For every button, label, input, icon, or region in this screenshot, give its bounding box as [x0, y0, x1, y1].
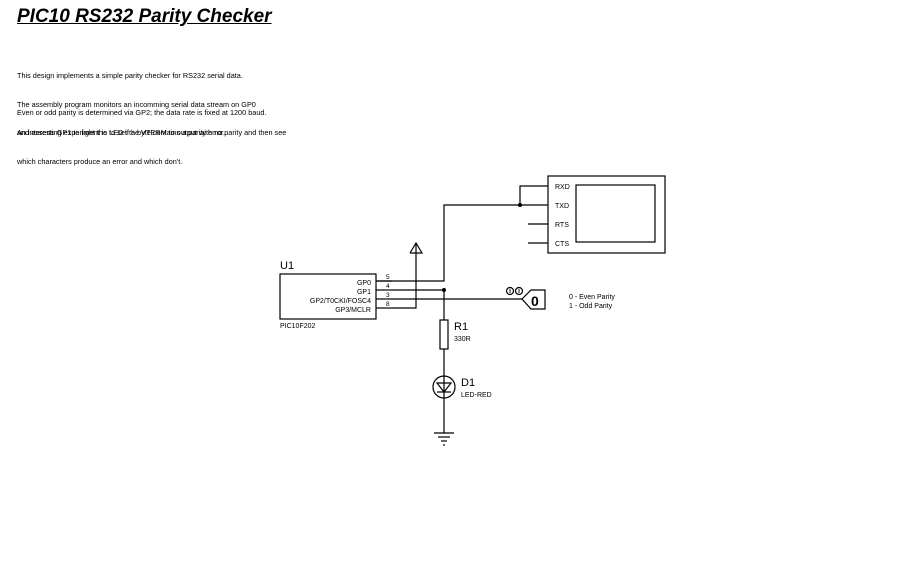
description-paragraph-3: An interesting experiment is to set the … — [17, 109, 286, 176]
description-paragraph-2: Even or odd parity is determined via GP2… — [17, 89, 266, 127]
u1-pin-name: GP0 — [357, 280, 371, 287]
junction-dot — [442, 288, 446, 292]
vterm-pin-label: CTS — [555, 241, 569, 248]
virtual-terminal-screen — [575, 184, 656, 243]
u1-body[interactable] — [279, 273, 377, 320]
d1-ref-label: D1 — [461, 377, 475, 389]
u1-pin-name: GP3/MCLR — [335, 307, 371, 314]
resistor-r1[interactable] — [439, 319, 449, 350]
description-line: An interesting experiment is to set the … — [17, 128, 287, 137]
u1-pin-number: 5 — [386, 274, 390, 281]
logic-state-box[interactable] — [521, 289, 546, 310]
led-diode-triangle-icon — [435, 382, 453, 393]
u1-part-label: PIC10F202 — [280, 323, 316, 330]
description-line: This design implements a simple parity c… — [17, 71, 243, 80]
d1-value-label: LED-RED — [461, 392, 492, 399]
description-line: which characters produce an error and wh… — [17, 156, 183, 166]
logic-state-legend-odd: 1 - Odd Parity — [569, 303, 613, 310]
vterm-pin-label: RXD — [555, 184, 570, 191]
vterm-pin-label: RTS — [555, 222, 569, 229]
u1-pin-number: 3 — [386, 292, 390, 299]
junction-dot — [518, 203, 522, 207]
r1-ref-label: R1 — [454, 321, 468, 333]
logic-state-value: 0 — [531, 293, 539, 309]
description-paragraph-1: This design implements a simple parity c… — [17, 52, 256, 147]
description-line: The assembly program monitors an incommi… — [17, 99, 256, 109]
logic-state-legend-even: 0 - Even Parity — [569, 294, 615, 301]
txd-gp0-wire — [376, 204, 528, 282]
u1-pin-name: GP1 — [357, 289, 371, 296]
u1-pin-number: 8 — [386, 301, 390, 308]
virtual-terminal[interactable] — [547, 175, 666, 254]
u1-pin-name: GP2/T0CKI/FOSC4 — [310, 298, 371, 305]
mclr-wire — [392, 253, 417, 309]
u1-ref-label: U1 — [280, 260, 294, 272]
u1-pin-number: 4 — [386, 283, 390, 290]
gp1-wire — [392, 289, 445, 320]
description-line: and asserts GP1 to light the LED if a by… — [17, 128, 226, 137]
logic-toggle-up-icon[interactable] — [514, 286, 524, 296]
logic-toggle-down-icon[interactable] — [505, 286, 515, 296]
page-title: PIC10 RS232 Parity Checker — [17, 6, 272, 27]
vterm-pin-label: TXD — [555, 203, 569, 210]
r1-value-label: 330R — [454, 336, 471, 343]
description-line: Even or odd parity is determined via GP2… — [17, 108, 267, 117]
rxd-wire — [519, 185, 528, 205]
